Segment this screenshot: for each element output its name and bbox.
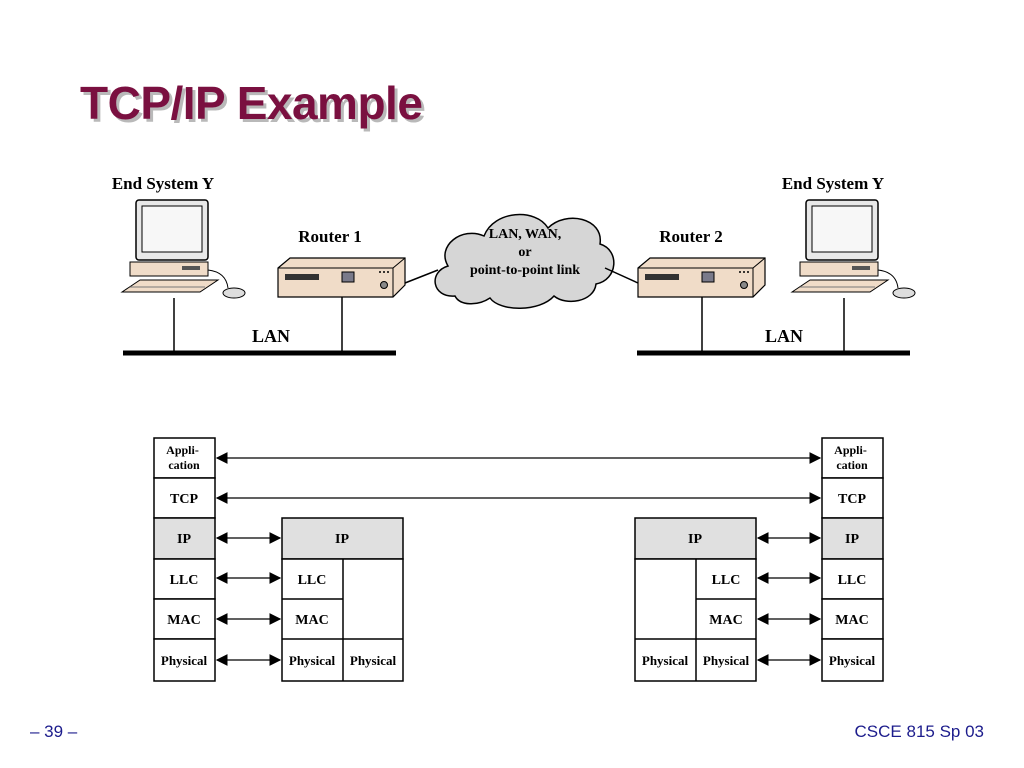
router1-mac: MAC [295,613,328,628]
router1-label: Router 1 [298,227,361,246]
router1-physical-left: Physical [289,653,336,668]
stack-right-llc: LLC [838,573,867,588]
lan-right-label: LAN [765,326,803,346]
stack-application-line-2: cation [168,458,200,472]
stack-router2 [634,517,757,682]
stack-left-mac: MAC [167,613,200,628]
router1-llc: LLC [298,573,327,588]
router-icon-1 [277,257,406,298]
router2-physical-left: Physical [642,653,689,668]
stack-application-line-2: cation [836,458,868,472]
lan-right [637,297,910,356]
computer-icon-right [790,199,916,299]
stack-right-ip: IP [845,532,859,547]
stack-end-left [153,437,216,682]
computer-icon-left [120,199,246,299]
router2-physical-right: Physical [703,653,750,668]
stack-left-ip: IP [177,532,191,547]
cloud-line-3: point-to-point link [470,263,580,278]
router-icon-2 [637,257,766,298]
lan-left [123,297,396,356]
cloud-line-1: LAN, WAN, [489,227,561,242]
stack-end-right [821,437,884,682]
stack-router1 [281,517,404,682]
router2-label: Router 2 [659,227,722,246]
slide-title: TCP/IP Example [80,77,423,129]
stack-right-tcp: TCP [838,492,866,507]
cloud-icon [404,213,639,309]
router1-ip: IP [335,532,349,547]
stack-left-application-1: Appli- cation [166,443,202,472]
stack-left-physical: Physical [161,653,208,668]
router2-ip: IP [688,532,702,547]
stack-right-mac: MAC [835,613,868,628]
lan-left-label: LAN [252,326,290,346]
stack-left-application-text: Appli- [166,443,199,457]
router2-llc: LLC [712,573,741,588]
stack-right-physical: Physical [829,653,876,668]
stack-right-application-1: Appli- cation [834,443,870,472]
stack-left-llc: LLC [170,573,199,588]
router1-physical-right: Physical [350,653,397,668]
cloud-line-2: or [518,245,531,260]
stack-right-application-text: Appli- [834,443,867,457]
end-system-left-label: End System Y [112,174,214,193]
course-label: CSCE 815 Sp 03 [854,722,984,741]
page-number: – 39 – [30,722,78,741]
router2-mac: MAC [709,613,742,628]
end-system-right-label: End System Y [782,174,884,193]
stack-left-tcp: TCP [170,492,198,507]
